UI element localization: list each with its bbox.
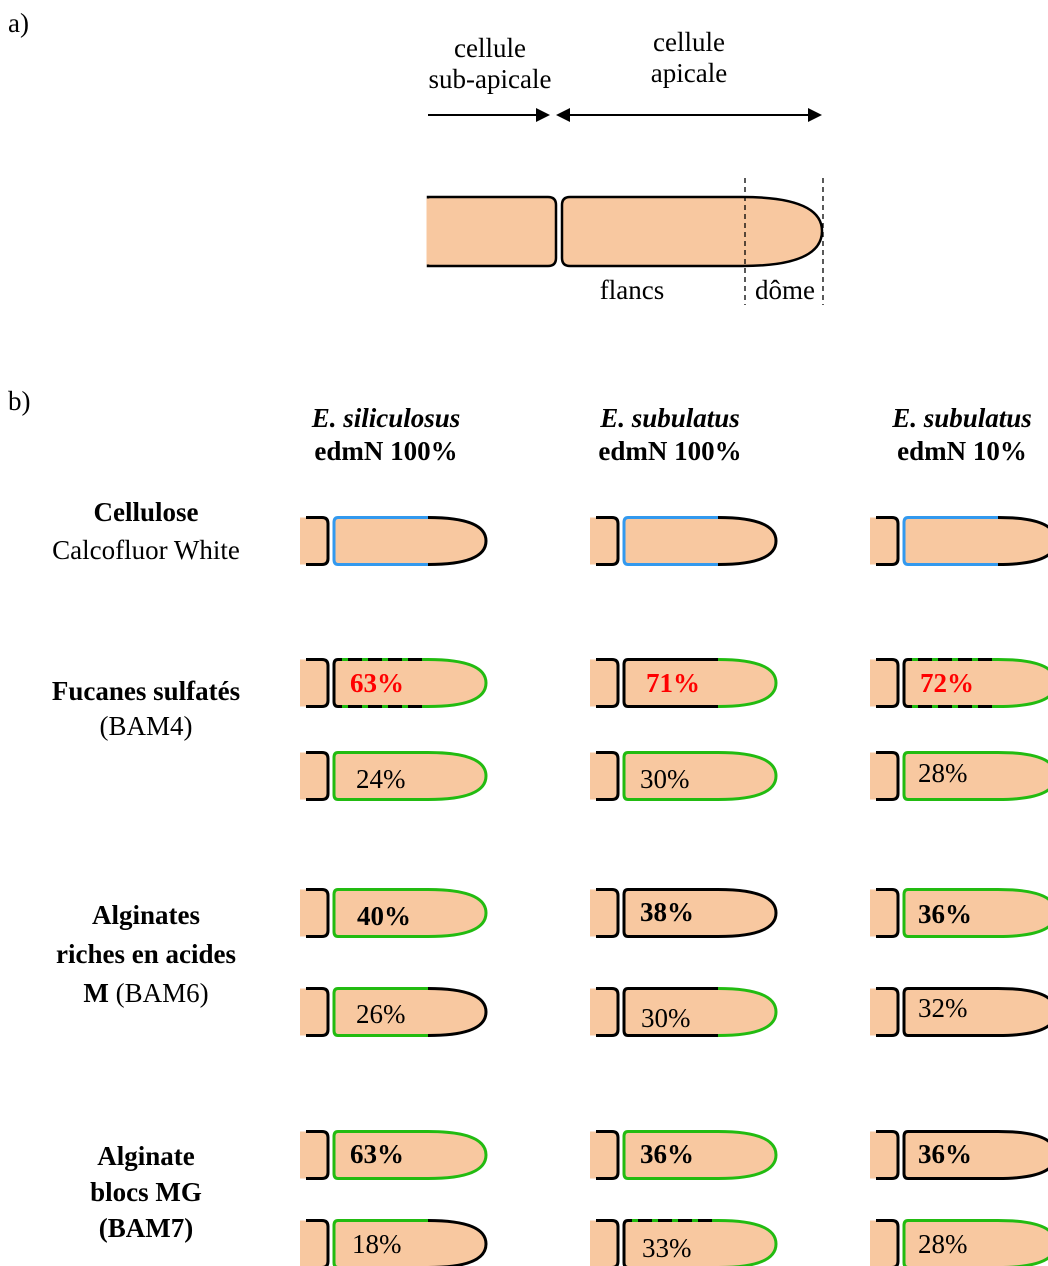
column-medium-1: edmN 100% — [314, 436, 458, 466]
value-alginate-mg-col3-bottom: 28% — [918, 1229, 968, 1259]
mini-cell-alginate-mg-bottom-col1 — [300, 1219, 488, 1266]
value-alginates-m-col3-top: 36% — [918, 899, 972, 929]
subapical-cell — [426, 195, 558, 268]
row-alginates-m-detail: (BAM6) — [115, 978, 209, 1008]
subapical-cell-label-line1: cellule — [454, 33, 526, 63]
mini-cell-fucanes-bottom-col2 — [590, 751, 778, 801]
mini-cell-cellulose-col3 — [870, 516, 1048, 566]
value-fucanes-col3-bottom: 28% — [918, 758, 968, 788]
row-alginate-mg-name-line1: Alginate — [97, 1141, 195, 1171]
flanks-label: flancs — [599, 275, 665, 305]
value-alginate-mg-col2-top: 36% — [640, 1139, 694, 1169]
value-fucanes-col2-bottom: 30% — [640, 764, 690, 794]
value-alginate-mg-col1-bottom: 18% — [352, 1229, 402, 1259]
value-alginate-mg-col1-top: 63% — [350, 1139, 404, 1169]
value-fucanes-col3-top: 72% — [920, 668, 974, 698]
apical-cell-label-line2: apicale — [650, 58, 728, 88]
row-alginates-m-name-line3: M (BAM6) — [83, 978, 208, 1009]
row-alginate-mg-name-line3: (BAM7) — [98, 1213, 194, 1243]
mini-cell-fucanes-top-col3 — [870, 658, 1048, 708]
mini-cell-alginate-mg-top-col3 — [870, 1130, 1048, 1180]
mini-cell-alginates-m-bottom-col1 — [300, 987, 488, 1037]
column-medium-3: edmN 10% — [897, 436, 1027, 466]
column-species-3: E. subulatus — [892, 403, 1032, 433]
value-alginates-m-col2-top: 38% — [640, 897, 694, 927]
mini-cell-alginate-mg-bottom-col2 — [590, 1219, 778, 1266]
panel-a-label: a) — [8, 8, 29, 38]
row-alginate-mg-name-line2: blocs MG — [90, 1177, 202, 1207]
mini-cell-alginates-m-top-col1 — [300, 888, 488, 938]
column-species-1: E. siliculosus — [311, 403, 461, 433]
mini-cell-alginates-m-bottom-col2 — [590, 987, 778, 1037]
mini-cell-alginates-m-bottom-col3 — [870, 987, 1048, 1037]
value-fucanes-col1-top: 63% — [350, 668, 404, 698]
mini-cell-alginate-mg-top-col2 — [590, 1130, 778, 1180]
mini-cell-fucanes-bottom-col3 — [870, 751, 1048, 801]
mini-cell-cellulose-col1 — [300, 516, 488, 566]
subapical-arrow — [428, 108, 550, 122]
row-cellulose-detail: Calcofluor White — [52, 535, 240, 565]
apical-cell-label-line1: cellule — [653, 27, 725, 57]
panel-b-label: b) — [8, 386, 31, 416]
row-alginates-m-name-line2: riches en acides — [56, 939, 236, 969]
row-alginates-m-name-tail: M — [83, 978, 109, 1008]
mini-cell-alginates-m-top-col2 — [590, 888, 778, 938]
schematic-filament — [426, 178, 824, 305]
value-alginates-m-col2-bottom: 30% — [641, 1003, 691, 1033]
mini-cell-fucanes-top-col2 — [590, 658, 778, 708]
value-alginates-m-col3-bottom: 32% — [918, 993, 968, 1023]
value-fucanes-col1-bottom: 24% — [356, 764, 406, 794]
row-fucanes-detail: (BAM4) — [99, 711, 193, 741]
subapical-cell-label-line2: sub-apicale — [428, 64, 552, 94]
mini-cell-cellulose-col2 — [590, 516, 778, 566]
value-alginate-mg-col3-top: 36% — [918, 1139, 972, 1169]
mini-cell-alginate-mg-top-col1 — [300, 1130, 488, 1180]
apical-arrow — [556, 108, 822, 122]
value-fucanes-col2-top: 71% — [646, 668, 700, 698]
dome-label: dôme — [755, 275, 815, 305]
value-alginates-m-col1-bottom: 26% — [356, 999, 406, 1029]
row-fucanes-name: Fucanes sulfatés — [51, 676, 241, 706]
cell-diagrams-grid — [300, 516, 1048, 1266]
row-cellulose-name: Cellulose — [93, 497, 199, 527]
mini-cell-fucanes-bottom-col1 — [300, 751, 488, 801]
mini-cell-alginates-m-top-col3 — [870, 888, 1048, 938]
mini-cell-alginate-mg-bottom-col3 — [870, 1219, 1048, 1266]
column-medium-2: edmN 100% — [598, 436, 742, 466]
value-alginates-m-col1-top: 40% — [357, 901, 411, 931]
value-alginate-mg-col2-bottom: 33% — [642, 1233, 692, 1263]
apical-cell — [560, 195, 824, 268]
mini-cell-fucanes-top-col1 — [300, 658, 488, 708]
column-species-2: E. subulatus — [600, 403, 740, 433]
row-alginates-m-name-line1: Alginates — [92, 900, 200, 930]
